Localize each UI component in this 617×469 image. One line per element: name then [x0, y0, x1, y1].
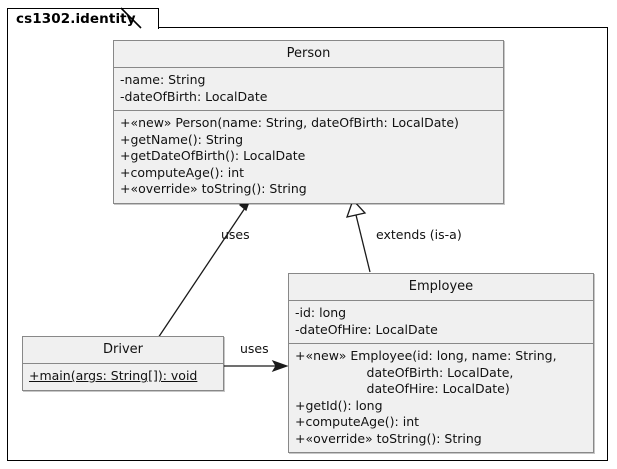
- attribute-row: -dateOfBirth: LocalDate: [120, 88, 268, 104]
- method-row: +computeAge(): int: [295, 414, 420, 429]
- method-row-continuation: dateOfHire: LocalDate): [295, 381, 510, 396]
- method-row: +getDateOfBirth(): LocalDate: [120, 148, 306, 163]
- class-name-driver: Driver: [23, 337, 223, 364]
- class-box-driver[interactable]: Driver +main(args: String[]): void: [22, 336, 224, 391]
- class-box-person[interactable]: Person -name: String -dateOfBirth: Local…: [113, 40, 504, 204]
- attribute-row: -id: long: [295, 305, 347, 320]
- method-row-main: +main(args: String[]): void: [29, 368, 198, 383]
- method-row: +getName(): String: [120, 131, 244, 147]
- method-row: +getId(): long: [295, 397, 383, 413]
- method-row-continuation: dateOfBirth: LocalDate,: [295, 364, 514, 380]
- method-row: +«override» toString(): String: [295, 430, 482, 446]
- edge-label-driver-uses-person: uses: [221, 227, 250, 242]
- class-box-employee[interactable]: Employee -id: long -dateOfHire: LocalDat…: [288, 273, 594, 453]
- methods-compartment-driver: +main(args: String[]): void: [23, 364, 223, 390]
- attribute-row: -name: String: [120, 72, 206, 87]
- attributes-compartment-employee: -id: long -dateOfHire: LocalDate: [289, 301, 593, 343]
- methods-compartment-employee: +«new» Employee(id: long, name: String, …: [289, 343, 593, 452]
- method-row: +computeAge(): int: [120, 164, 245, 180]
- class-name-employee: Employee: [289, 274, 593, 301]
- edge-label-driver-uses-employee: uses: [240, 341, 269, 356]
- method-row: +«new» Person(name: String, dateOfBirth:…: [120, 115, 459, 130]
- method-row: +«new» Employee(id: long, name: String,: [295, 348, 557, 363]
- package-name-label: cs1302.identity: [16, 11, 136, 27]
- attributes-compartment-person: -name: String -dateOfBirth: LocalDate: [114, 68, 503, 110]
- method-row: +«override» toString(): String: [120, 181, 307, 196]
- package-tab: cs1302.identity: [7, 8, 159, 29]
- package-frame: [7, 27, 608, 461]
- attribute-row: -dateOfHire: LocalDate: [295, 321, 438, 337]
- methods-compartment-person: +«new» Person(name: String, dateOfBirth:…: [114, 110, 503, 203]
- edge-label-employee-extends-person: extends (is-a): [376, 227, 462, 242]
- class-name-person: Person: [114, 41, 503, 68]
